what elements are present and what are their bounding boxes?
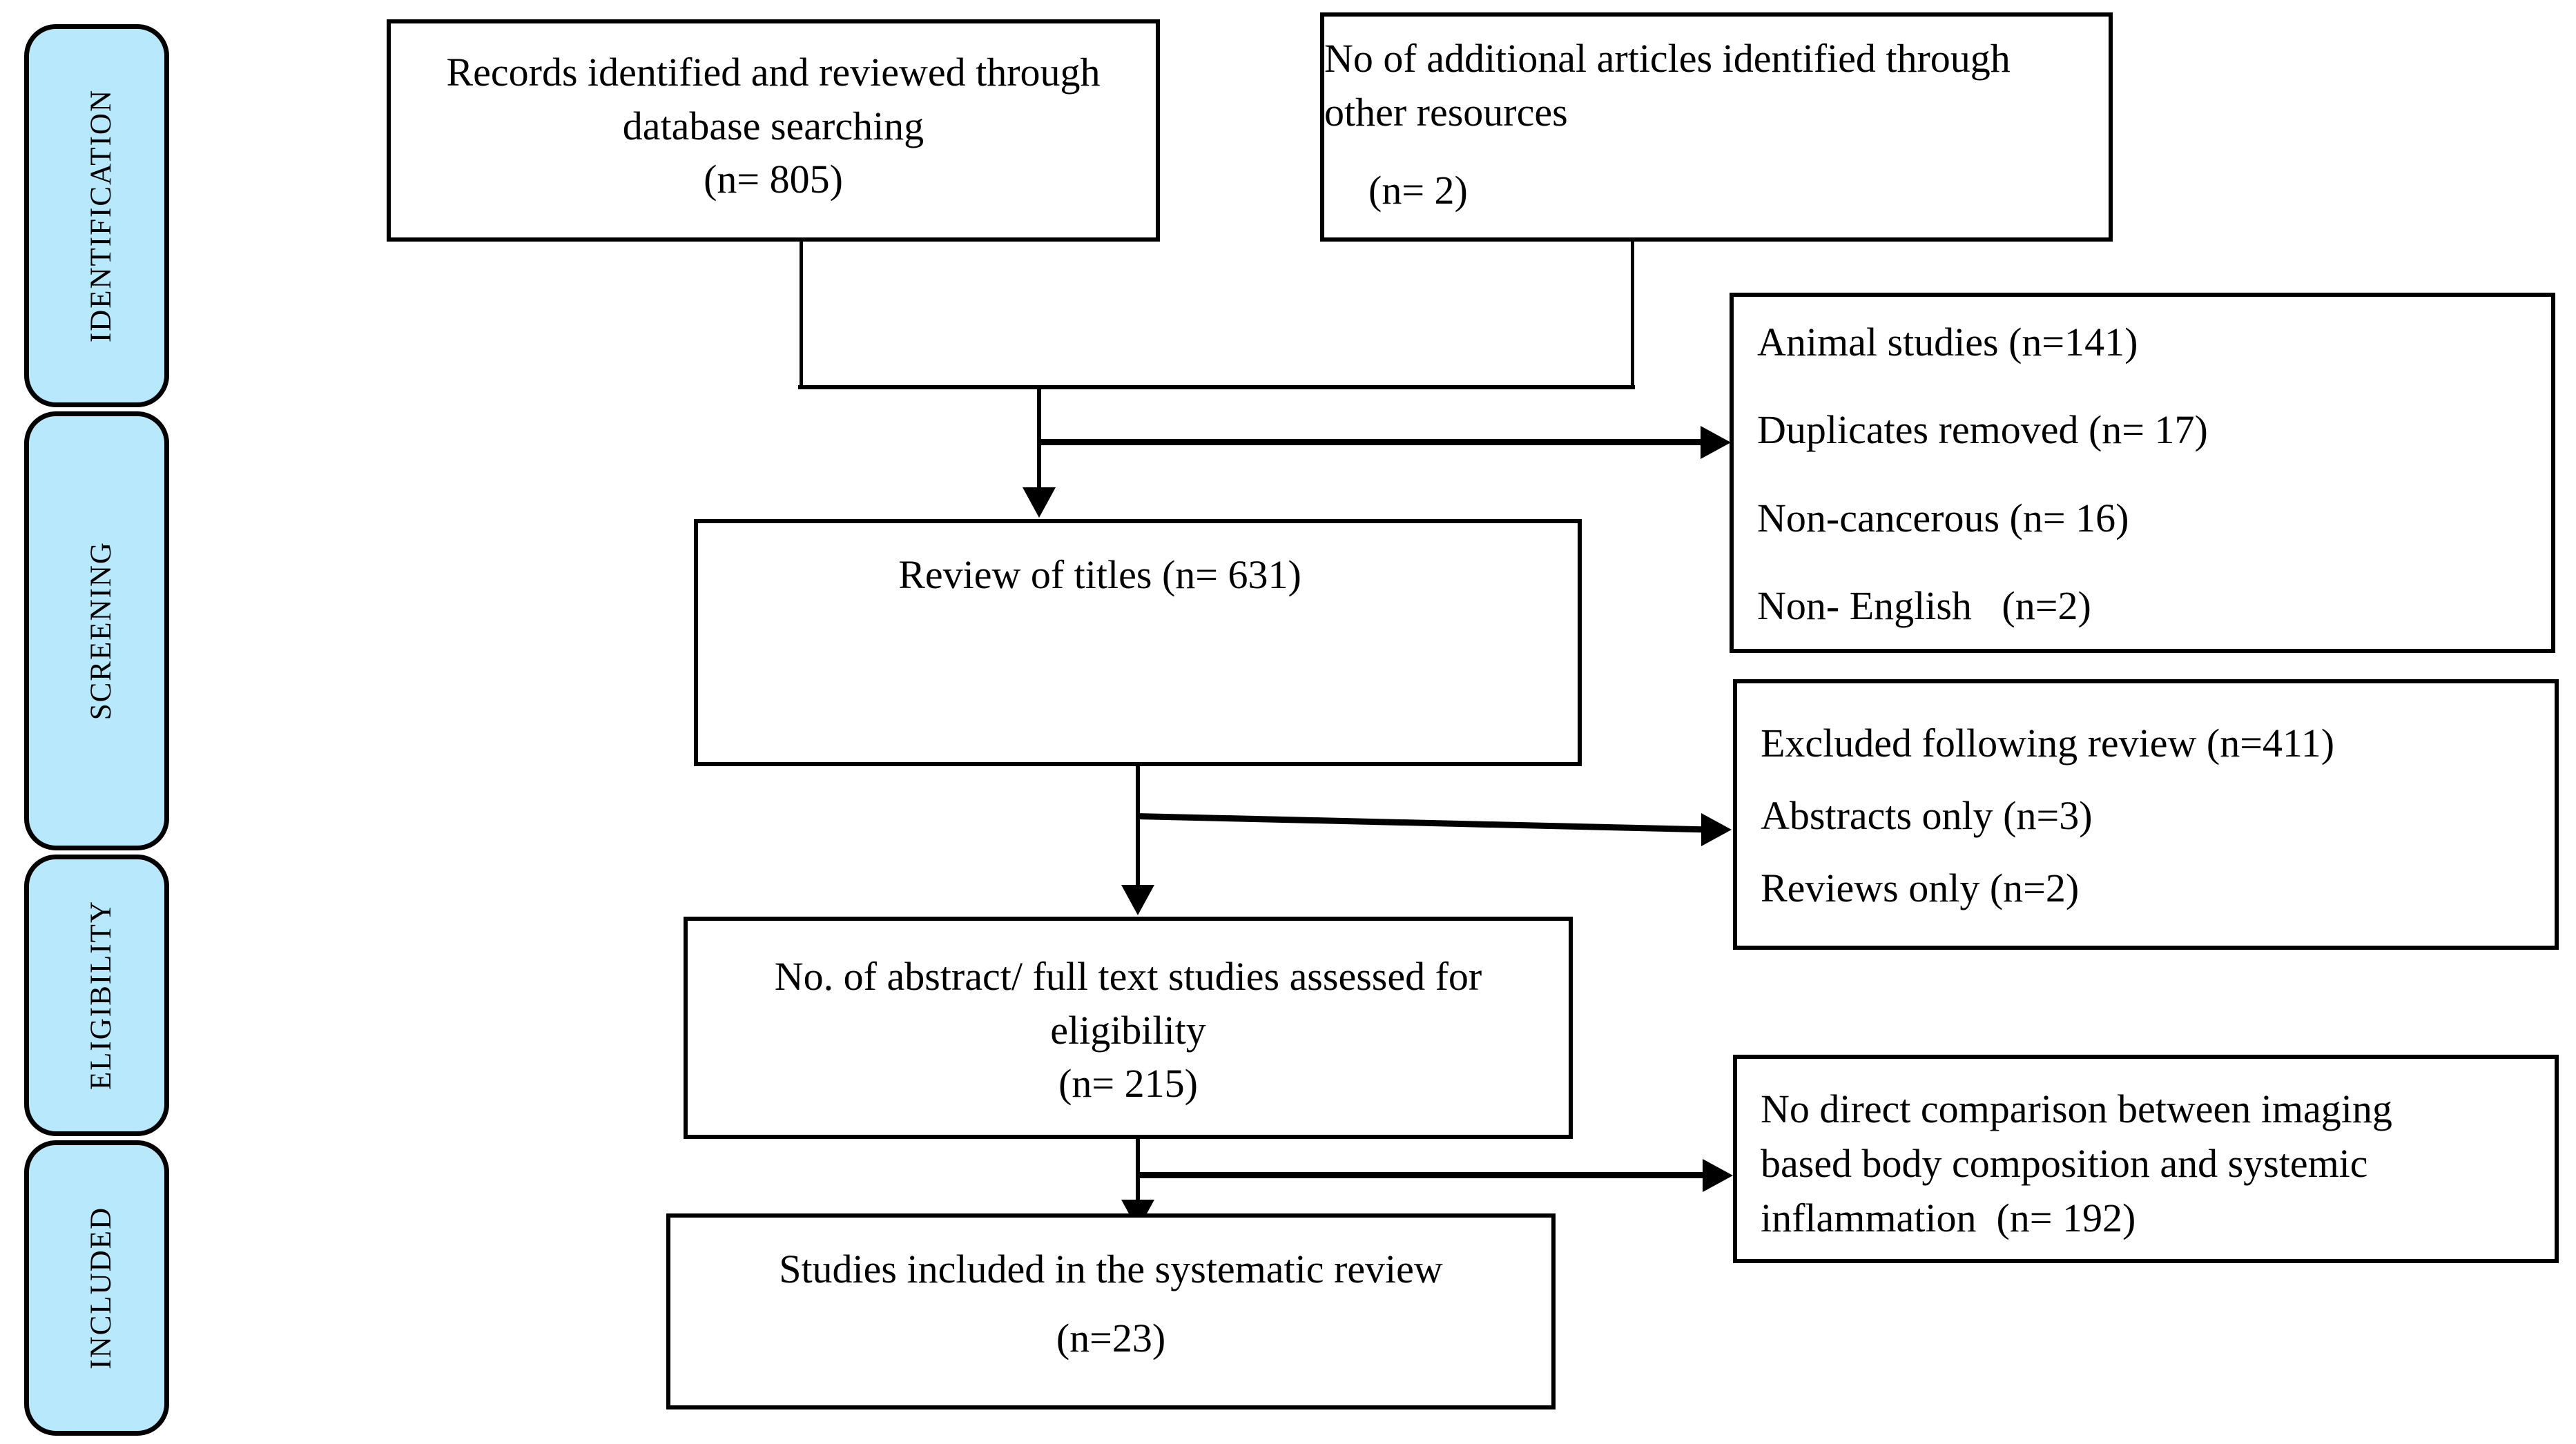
connector-records-drop: [800, 242, 803, 388]
eligibility-exclusion-line2: based body composition and systemic: [1761, 1140, 2368, 1186]
box-assessed-for-eligibility: No. of abstract/ full text studies asses…: [684, 917, 1573, 1139]
stage-label-identification: Identification: [73, 88, 120, 343]
connector-branch-screening: [1039, 439, 1702, 445]
connector-junction-bar: [798, 385, 1635, 389]
stage-pill-eligibility: Eligibility: [24, 855, 169, 1136]
box-screening-exclusions: Animal studies (n=141) Duplicates remove…: [1730, 293, 2555, 653]
screening-exclusion-item-0: Animal studies (n=141): [1757, 320, 2138, 364]
stage-label-eligibility: Eligibility: [73, 900, 120, 1091]
stage-pill-included: Included: [24, 1140, 169, 1436]
box-eligibility-exclusions: No direct comparison between imaging bas…: [1733, 1055, 2559, 1263]
stage-pill-identification: Identification: [24, 24, 169, 407]
additional-articles-count: (n= 2): [1368, 168, 1468, 213]
included-studies-line1: Studies included in the systematic revie…: [779, 1247, 1443, 1291]
title-review-exclusion-item-2: Reviews only (n=2): [1761, 866, 2080, 911]
box-title-review-exclusions: Excluded following review (n=411) Abstra…: [1733, 679, 2559, 950]
connector-stem-to-included: [1136, 1139, 1140, 1202]
arrow-down-to-eligibility: [1121, 885, 1154, 915]
screening-exclusion-item-2: Non-cancerous (n= 16): [1757, 495, 2129, 540]
records-identified-line2: database searching: [622, 103, 924, 148]
arrow-right-screening-exclusions: [1701, 426, 1731, 459]
arrow-right-eligibility-exclusions: [1703, 1159, 1733, 1192]
connector-branch-eligibility: [1138, 1172, 1704, 1178]
connector-branch-title-review: [1137, 813, 1718, 833]
eligibility-exclusion-line1: No direct comparison between imaging: [1761, 1086, 2392, 1131]
arrow-down-to-review: [1023, 487, 1056, 518]
records-identified-line1: Records identified and reviewed through: [446, 50, 1101, 95]
stage-label-included: Included: [73, 1207, 120, 1369]
title-review-exclusion-item-1: Abstracts only (n=3): [1761, 793, 2093, 839]
stage-pill-screening: Screening: [24, 411, 169, 850]
additional-articles-line2: other resources: [1324, 89, 1568, 135]
assessed-eligibility-line2: eligibility: [1050, 1007, 1206, 1053]
assessed-eligibility-count: (n= 215): [1058, 1061, 1198, 1106]
connector-additional-drop: [1631, 242, 1634, 388]
box-included-studies: Studies included in the systematic revie…: [666, 1213, 1556, 1409]
connector-stem-to-eligibility: [1136, 766, 1140, 888]
screening-exclusion-item-1: Duplicates removed (n= 17): [1757, 407, 2208, 453]
stage-label-screening: Screening: [73, 541, 120, 721]
screening-exclusion-item-3: Non- English (n=2): [1757, 583, 2091, 629]
box-additional-articles: No of additional articles identified thr…: [1320, 12, 2113, 242]
eligibility-exclusion-line3: inflammation (n= 192): [1761, 1195, 2136, 1240]
box-review-of-titles: Review of titles (n= 631): [694, 519, 1582, 766]
review-of-titles-line1: Review of titles (n= 631): [898, 552, 1301, 597]
arrow-right-title-review-exclusions: [1701, 813, 1732, 846]
records-identified-count: (n= 805): [704, 157, 843, 202]
additional-articles-line1: No of additional articles identified thr…: [1324, 36, 2011, 81]
connector-stem-to-review: [1037, 387, 1041, 490]
assessed-eligibility-line1: No. of abstract/ full text studies asses…: [774, 954, 1482, 999]
included-studies-count: (n=23): [1056, 1315, 1166, 1360]
box-records-identified: Records identified and reviewed through …: [387, 19, 1160, 242]
title-review-exclusion-item-0: Excluded following review (n=411): [1761, 720, 2335, 765]
